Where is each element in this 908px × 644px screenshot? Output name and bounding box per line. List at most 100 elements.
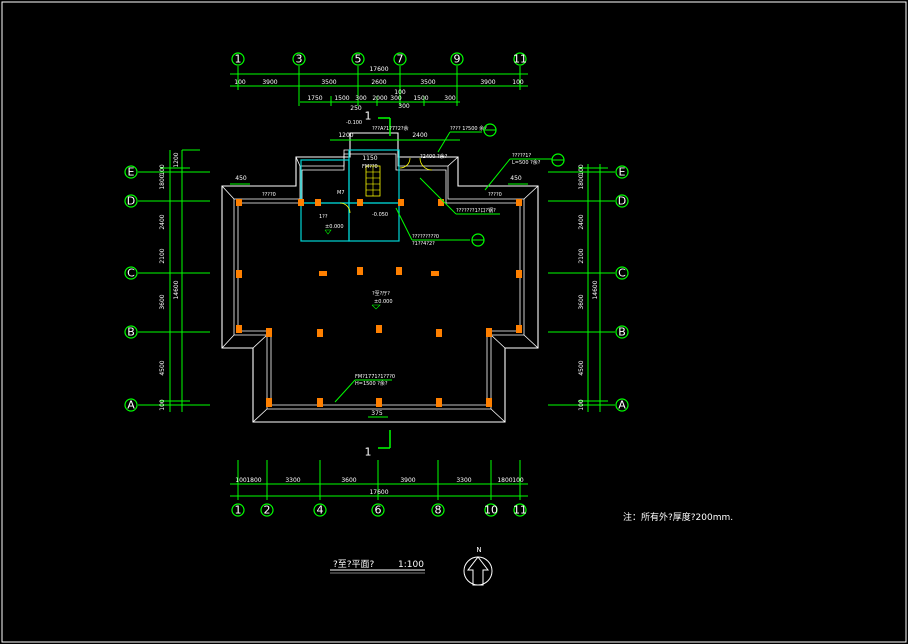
dim-text: 1800 (497, 477, 512, 484)
dim-text: 300 (444, 95, 456, 102)
dim-text: 300 (390, 95, 402, 102)
axis-bubble: C (615, 266, 629, 280)
annotation: ????0 (488, 192, 502, 198)
annotation: ???A?1?7?2?余 (372, 125, 409, 132)
axis-label: 11 (513, 504, 527, 517)
dim-text: 2000 (372, 95, 387, 102)
axis-bubble: 9 (450, 52, 464, 66)
dim-text: 2400 (159, 214, 166, 229)
dim-text: 1800 (159, 174, 166, 189)
annotation: L=500 ?余? (512, 159, 541, 166)
left-axis-labels: E D C B A (124, 165, 138, 412)
axis-label: 11 (513, 53, 527, 66)
dim-total-bottom: 17600 (369, 489, 388, 496)
axis-label: C (618, 267, 626, 280)
room2-label: M7 (337, 190, 345, 196)
annotations: FM?1771?1?7?0 H=1500 ?余? ?????????0 ?1??… (262, 123, 565, 403)
dim-text: 100 (159, 164, 166, 176)
plan-dimensions: 1200 2400 1150 450 450 375 (230, 132, 528, 418)
axis-bubble: B (615, 325, 629, 339)
axis-label: 1 (235, 504, 242, 517)
right-axis-labels: E D C B A (615, 165, 629, 412)
section-marks: 1 1 (365, 110, 391, 459)
annotation: ???? 1?500 余? (450, 125, 487, 132)
dim-text: 1200 (338, 132, 353, 139)
dim-text: 2400 (578, 214, 585, 229)
dim-text: 100 (159, 399, 166, 411)
axis-label: E (619, 166, 626, 179)
annotation: H=1500 ?余? (355, 380, 388, 387)
north-label: N (476, 546, 481, 554)
dim-text: 1500 (413, 95, 428, 102)
axis-label: 8 (435, 504, 442, 517)
dim-text: 100 (512, 477, 524, 484)
north-arrow-icon: N (463, 546, 493, 586)
bottom-dimensions: 100 1800 3300 3600 3900 3300 1800 100 17… (230, 460, 528, 500)
title-scale: 1:100 (398, 560, 424, 570)
general-note: 注：所有外?厚度?200mm. (623, 511, 733, 523)
annotation: ?2400 ?余? (420, 153, 448, 160)
dim-text: 3900 (262, 79, 277, 86)
axis-bubble: 11 (513, 52, 527, 66)
drawing-title: ?至?平面? 1:100 (330, 559, 425, 574)
dim-text: 1800 (578, 174, 585, 189)
axis-bubble: A (124, 398, 138, 412)
axis-bubble: 6 (371, 503, 385, 517)
axis-label: E (128, 166, 135, 179)
dim-text: 4500 (578, 360, 585, 375)
dim-text: 375 (371, 410, 383, 417)
bottom-axis-labels: 1 2 4 6 8 10 11 (231, 503, 527, 517)
annotation: ?1??4?2? (412, 241, 435, 247)
section-label-top: 1 (365, 110, 372, 123)
dim-text: 3900 (400, 477, 415, 484)
axis-label: D (618, 195, 626, 208)
dim-total-top: 17600 (369, 66, 388, 73)
axis-label: 3 (296, 53, 303, 66)
doors (339, 157, 433, 214)
dim-text: 2100 (578, 248, 585, 263)
dim-text: 100 (512, 79, 524, 86)
axis-bubble: D (124, 194, 138, 208)
annotation: ????0 (262, 192, 276, 198)
dim-text: 3500 (321, 79, 336, 86)
room-labels: 1?? ±0.000 M7 ?至?厅? ±0.000 -0.100 -0.050… (319, 120, 393, 310)
hall-label: ?至?厅? (372, 291, 390, 297)
dim-text: 1200 (173, 152, 180, 167)
dim-text: 100 (578, 399, 585, 411)
axis-bubble: 5 (351, 52, 365, 66)
dim-text: 3600 (341, 477, 356, 484)
dim-text: 1150 (362, 155, 377, 162)
dim-text: 3500 (420, 79, 435, 86)
dim-text: 3900 (480, 79, 495, 86)
axis-label: 1 (235, 53, 242, 66)
dim-text: 4500 (159, 360, 166, 375)
axis-bubble: 1 (231, 52, 245, 66)
axis-label: C (127, 267, 135, 280)
section-label-bottom: 1 (365, 446, 372, 459)
annotation: ?????????0 (412, 234, 439, 240)
room1-label: 1?? (319, 214, 328, 220)
axis-label: B (127, 326, 135, 339)
dim-text: 250 (350, 105, 362, 112)
axis-bubble: A (615, 398, 629, 412)
axis-label: 5 (355, 53, 362, 66)
elevation-top: -0.100 (346, 120, 362, 126)
left-dimensions: 1200 1800 100 2400 2100 3600 4500 100 14… (138, 149, 210, 412)
axis-bubble: 1 (231, 503, 245, 517)
dim-total-left: 14600 (173, 280, 180, 299)
annotation: ???????1?口?钢? (456, 207, 496, 214)
dim-text: 3300 (285, 477, 300, 484)
axis-bubble: 11 (513, 503, 527, 517)
room1-elevation: ±0.000 (325, 224, 344, 230)
dim-text: 3300 (456, 477, 471, 484)
axis-label: A (127, 399, 135, 412)
axis-label: 6 (375, 504, 382, 517)
axis-label: D (127, 195, 135, 208)
axis-bubble: E (615, 165, 629, 179)
dim-text: 300 (398, 103, 410, 110)
dim-text: 2600 (371, 79, 386, 86)
elevation-stair: -0.050 (372, 212, 388, 218)
dim-total-right: 14600 (592, 280, 599, 299)
dim-text: 2100 (159, 248, 166, 263)
